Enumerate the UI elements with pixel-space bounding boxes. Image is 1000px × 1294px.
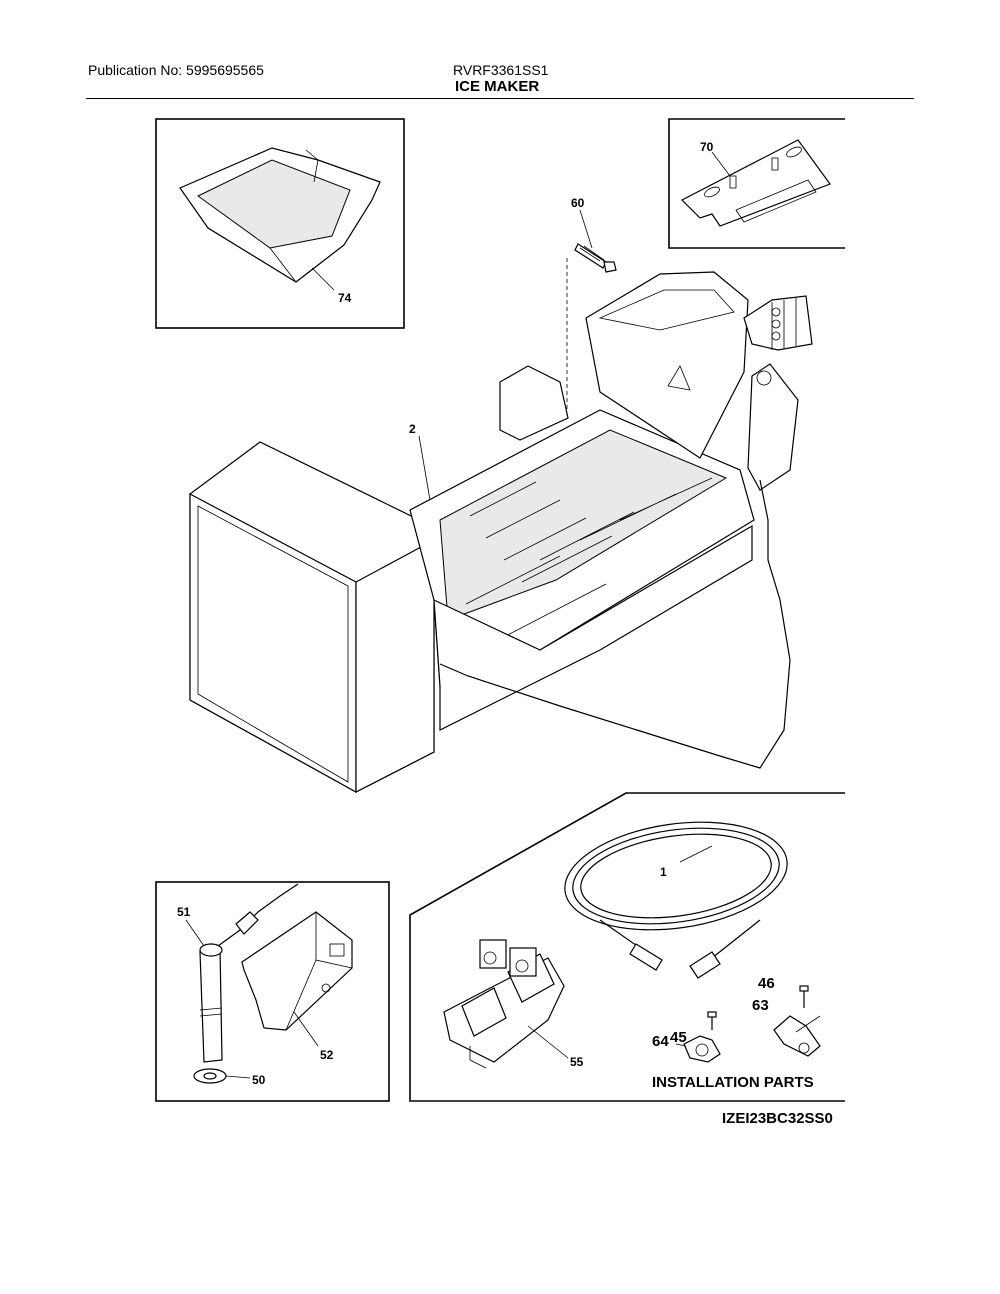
model-number: RVRF3361SS1	[453, 62, 549, 78]
part-70-mounting-bracket[interactable]	[680, 139, 831, 227]
leader-70	[711, 151, 731, 177]
leader-74	[311, 267, 335, 291]
installation-parts-label: INSTALLATION PARTS	[652, 1074, 814, 1091]
part-46-screw[interactable]	[799, 985, 809, 1008]
callout-63[interactable]: 63	[752, 997, 769, 1014]
leader-52	[293, 1011, 319, 1047]
part-50-washer[interactable]	[193, 1068, 227, 1084]
part-51-fill-tube[interactable]	[199, 883, 299, 1063]
callout-55[interactable]: 55	[570, 1055, 584, 1069]
leader-50	[225, 1075, 251, 1079]
callout-52[interactable]: 52	[320, 1048, 334, 1062]
callout-51[interactable]: 51	[177, 905, 191, 919]
header-divider	[86, 98, 914, 99]
part-55-water-valve[interactable]	[443, 939, 565, 1069]
leader-51	[185, 919, 205, 947]
callout-70[interactable]: 70	[700, 140, 714, 154]
part-1-water-line[interactable]	[558, 809, 794, 979]
callout-50[interactable]: 50	[252, 1073, 266, 1087]
callout-60[interactable]: 60	[571, 196, 585, 210]
callout-74[interactable]: 74	[338, 291, 352, 305]
leader-64	[675, 1043, 687, 1047]
part-64-clamp[interactable]	[683, 1035, 721, 1063]
part-60-screw[interactable]	[574, 243, 617, 273]
callout-1[interactable]: 1	[660, 865, 667, 879]
inset-ice-bin: 74	[155, 118, 405, 329]
leader-1	[679, 845, 713, 863]
part-74-ice-bin[interactable]	[179, 147, 381, 283]
part-2-ice-maker-assembly[interactable]	[189, 271, 813, 794]
part-63-clamp[interactable]	[773, 1015, 821, 1057]
inset-bracket: 70	[668, 118, 845, 249]
inset-fill-tube: 51 50 52	[155, 881, 390, 1102]
publication-number: Publication No: 5995695565	[88, 62, 264, 78]
part-45-screw[interactable]	[707, 1011, 717, 1030]
callout-45[interactable]: 45	[670, 1029, 687, 1046]
leader-60	[579, 209, 593, 249]
inset-installation-parts: 1 55 45 64 4	[409, 792, 845, 1102]
callout-2[interactable]: 2	[409, 422, 416, 436]
section-title: ICE MAKER	[455, 78, 540, 95]
part-52-fill-tube-cover[interactable]	[241, 911, 353, 1031]
callout-64[interactable]: 64	[652, 1033, 669, 1050]
callout-46[interactable]: 46	[758, 975, 775, 992]
diagram-code: IZEI23BC32SS0	[722, 1110, 833, 1127]
leader-55	[527, 1025, 569, 1059]
leader-2	[418, 435, 431, 501]
